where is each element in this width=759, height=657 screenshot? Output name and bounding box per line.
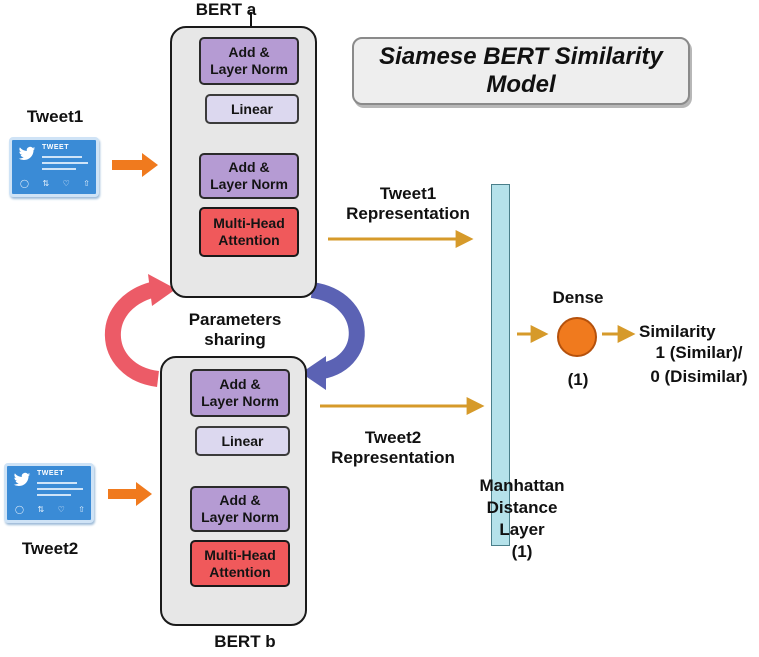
bert-b-linear: Linear xyxy=(195,426,290,456)
tweet1-text-line xyxy=(42,156,82,158)
manhattan-label: Manhattan Distance Layer (1) xyxy=(462,475,582,563)
like-icon: ♡ xyxy=(62,179,70,188)
reply-icon: ◯ xyxy=(20,179,29,188)
tweet1-card-word: TWEET xyxy=(42,144,69,151)
reply-icon: ◯ xyxy=(15,505,24,514)
tweet1-action-icons: ◯ ⇅ ♡ ⇧ xyxy=(20,179,90,188)
bert-b-add-norm-top-line2: Layer Norm xyxy=(201,393,279,409)
dense-node xyxy=(557,317,597,357)
model-title-line1: Siamese BERT Similarity xyxy=(379,43,663,70)
tweet2-text-line xyxy=(37,488,83,490)
bert-a-linear: Linear xyxy=(205,94,299,124)
tweet1-text-line xyxy=(42,162,88,164)
dense-label: Dense xyxy=(552,288,604,307)
tweet2-card: TWEET ◯ ⇅ ♡ ⇧ xyxy=(4,463,94,523)
twitter-bird-icon xyxy=(13,472,31,487)
bert-b-block: Add & Layer Norm Linear Add & Layer Norm… xyxy=(160,356,307,626)
parameters-sharing-label: Parameters sharing xyxy=(170,310,300,350)
tweet2-representation-line2: Representation xyxy=(331,448,455,467)
share-arrow-left-head xyxy=(148,274,176,306)
bert-b-add-norm-bottom: Add & Layer Norm xyxy=(190,486,290,532)
like-icon: ♡ xyxy=(57,505,65,514)
manhattan-line3: Layer xyxy=(499,520,545,539)
tweet2-text-line xyxy=(37,494,71,496)
bert-b-add-norm-bottom-line1: Add & xyxy=(219,492,261,508)
tweet2-input-arrow xyxy=(108,482,152,506)
similarity-label: Similarity xyxy=(639,322,716,341)
tweet1-representation-line1: Tweet1 xyxy=(379,184,437,203)
bert-a-add-norm-top: Add & Layer Norm xyxy=(199,37,299,85)
manhattan-line2: Distance xyxy=(486,498,558,517)
retweet-icon: ⇅ xyxy=(42,179,50,188)
bert-b-label: BERT b xyxy=(214,632,276,651)
share-arrow-left xyxy=(105,280,162,387)
tweet1-input-arrow xyxy=(112,153,158,177)
bert-a-add-norm-bottom-line1: Add & xyxy=(228,159,270,175)
model-title-box: Siamese BERT Similarity Model xyxy=(352,37,690,105)
bert-a-add-norm-top-line1: Add & xyxy=(228,44,270,60)
tweet1-text-line xyxy=(42,168,76,170)
tweet2-action-icons: ◯ ⇅ ♡ ⇧ xyxy=(15,505,85,514)
share-arrow-right-head xyxy=(301,356,326,390)
model-title-line2: Model xyxy=(486,71,556,98)
bert-a-mha-line2: Attention xyxy=(218,232,280,248)
tweet2-representation-label: Tweet2 Representation xyxy=(318,428,468,468)
bert-b-multi-head-attention: Multi-Head Attention xyxy=(190,540,290,587)
tweet1-label: Tweet1 xyxy=(26,107,84,126)
bert-b-add-norm-top-line1: Add & xyxy=(219,376,261,392)
manhattan-line4: (1) xyxy=(511,542,533,561)
share-icon: ⇧ xyxy=(78,505,85,514)
parameters-sharing-line2: sharing xyxy=(204,330,266,349)
tweet2-label: Tweet2 xyxy=(21,539,79,558)
bert-a-multi-head-attention: Multi-Head Attention xyxy=(199,207,299,257)
bert-a-block: Add & Layer Norm Linear Add & Layer Norm… xyxy=(170,26,317,298)
dense-units: (1) xyxy=(567,370,589,389)
manhattan-line1: Manhattan xyxy=(479,476,565,495)
bert-a-mha-line1: Multi-Head xyxy=(213,215,285,231)
tweet2-representation-line1: Tweet2 xyxy=(364,428,422,447)
share-arrow-right xyxy=(310,282,365,380)
tweet1-representation-line2: Representation xyxy=(346,204,470,223)
bert-a-add-norm-top-line2: Layer Norm xyxy=(210,61,288,77)
share-icon: ⇧ xyxy=(83,179,90,188)
bert-b-add-norm-bottom-line2: Layer Norm xyxy=(201,509,279,525)
tweet1-card: TWEET ◯ ⇅ ♡ ⇧ xyxy=(9,137,99,197)
similarity-line2: 1 (Similar)/ xyxy=(655,343,743,362)
bert-a-label: BERT a xyxy=(195,0,257,19)
twitter-bird-icon xyxy=(18,146,36,161)
bert-b-add-norm-top: Add & Layer Norm xyxy=(190,369,290,417)
tweet2-card-word: TWEET xyxy=(37,470,64,477)
bert-b-mha-line2: Attention xyxy=(209,563,271,580)
retweet-icon: ⇅ xyxy=(37,505,45,514)
bert-b-linear-label: Linear xyxy=(221,432,264,449)
bert-a-linear-label: Linear xyxy=(230,100,273,117)
bert-a-add-norm-bottom-line2: Layer Norm xyxy=(210,176,288,192)
tweet1-representation-label: Tweet1 Representation xyxy=(333,184,483,224)
similarity-line3: 0 (Disimilar) xyxy=(650,367,748,386)
bert-a-add-norm-bottom: Add & Layer Norm xyxy=(199,153,299,199)
manhattan-distance-bar xyxy=(491,184,510,546)
parameters-sharing-line1: Parameters xyxy=(188,310,282,329)
bert-b-mha-line1: Multi-Head xyxy=(204,546,276,563)
tweet2-text-line xyxy=(37,482,77,484)
